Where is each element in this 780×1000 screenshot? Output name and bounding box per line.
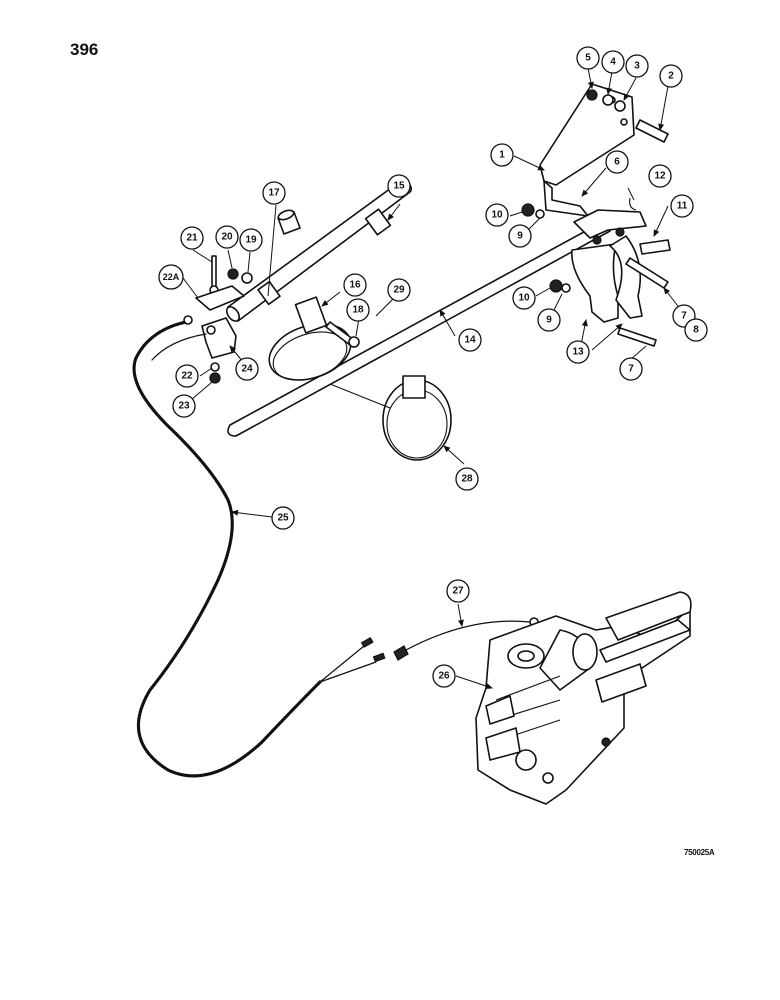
svg-text:17: 17: [268, 188, 280, 199]
svg-text:11: 11: [677, 201, 688, 212]
svg-text:15: 15: [393, 181, 405, 192]
svg-text:9: 9: [546, 315, 552, 326]
callout-17: 17: [262, 181, 286, 205]
clamp-assembly-part-13: [571, 209, 647, 323]
callout-23: 23: [172, 394, 196, 418]
svg-text:8: 8: [693, 325, 699, 336]
clamp-ring-part-28: [329, 375, 452, 461]
svg-text:26: 26: [438, 671, 450, 682]
svg-text:29: 29: [393, 285, 405, 296]
svg-text:18: 18: [352, 305, 364, 316]
svg-text:2: 2: [668, 71, 674, 82]
callout-10-upper: 10: [485, 203, 509, 227]
callout-25: 25: [271, 506, 295, 530]
callout-27: 27: [446, 579, 470, 603]
callout-3: 3: [625, 54, 649, 78]
callout-19: 19: [239, 228, 263, 252]
svg-text:24: 24: [241, 364, 253, 375]
svg-text:28: 28: [461, 474, 473, 485]
lead-wire-part-27: [393, 617, 539, 661]
svg-text:3: 3: [634, 61, 640, 72]
svg-text:7: 7: [681, 311, 687, 322]
cable-harness-part-25: [132, 315, 386, 778]
callouts: 1 2 3 4 5 6 7 7 8 9 9 10 10 11 12 13 14 …: [158, 46, 708, 688]
svg-text:5: 5: [585, 53, 591, 64]
drawing-code: 750025A: [684, 848, 715, 857]
hardware-group-mid: [521, 197, 671, 347]
svg-text:6: 6: [614, 157, 620, 168]
long-rod-part-14: [227, 220, 611, 437]
callout-8: 8: [684, 318, 708, 342]
svg-text:4: 4: [610, 57, 616, 68]
svg-text:13: 13: [572, 347, 584, 358]
bolt-part-18: [325, 321, 360, 348]
callout-4: 4: [601, 50, 625, 74]
callout-7-lower: 7: [619, 357, 643, 381]
svg-text:7: 7: [628, 364, 634, 375]
svg-text:1: 1: [499, 150, 505, 161]
callout-13: 13: [566, 340, 590, 364]
callout-15: 15: [387, 174, 411, 198]
svg-text:22: 22: [181, 371, 193, 382]
svg-text:22A: 22A: [163, 272, 180, 282]
callout-28: 28: [455, 467, 479, 491]
callout-26: 26: [432, 664, 456, 688]
callout-18: 18: [346, 298, 370, 322]
leader-lines: [182, 67, 685, 689]
callout-21: 21: [180, 226, 204, 250]
control-valve-part-26: [475, 591, 692, 805]
svg-text:20: 20: [221, 232, 233, 243]
svg-text:16: 16: [349, 280, 361, 291]
callout-1: 1: [490, 143, 514, 167]
svg-text:19: 19: [245, 235, 257, 246]
sleeve-part-17: [277, 209, 301, 235]
svg-text:14: 14: [464, 335, 476, 346]
callout-2: 2: [659, 64, 683, 88]
callout-10-lower: 10: [512, 286, 536, 310]
callout-11: 11: [670, 194, 694, 218]
page-number: 396: [70, 40, 99, 59]
callout-9-upper: 9: [508, 224, 532, 248]
svg-text:21: 21: [186, 233, 198, 244]
callout-29: 29: [387, 278, 411, 302]
callout-22: 22: [175, 364, 199, 388]
callout-12: 12: [648, 164, 672, 188]
svg-text:27: 27: [452, 586, 464, 597]
svg-text:10: 10: [491, 210, 503, 221]
callout-14: 14: [458, 328, 482, 352]
callout-22a: 22A: [158, 264, 184, 290]
svg-text:12: 12: [654, 171, 666, 182]
svg-text:9: 9: [517, 231, 523, 242]
svg-text:23: 23: [178, 401, 190, 412]
callout-16: 16: [343, 273, 367, 297]
callout-24: 24: [235, 357, 259, 381]
callout-20: 20: [215, 225, 239, 249]
callout-9-lower: 9: [537, 308, 561, 332]
svg-text:10: 10: [518, 293, 530, 304]
svg-text:25: 25: [277, 513, 289, 524]
callout-6: 6: [605, 150, 629, 174]
callout-5: 5: [576, 46, 600, 70]
